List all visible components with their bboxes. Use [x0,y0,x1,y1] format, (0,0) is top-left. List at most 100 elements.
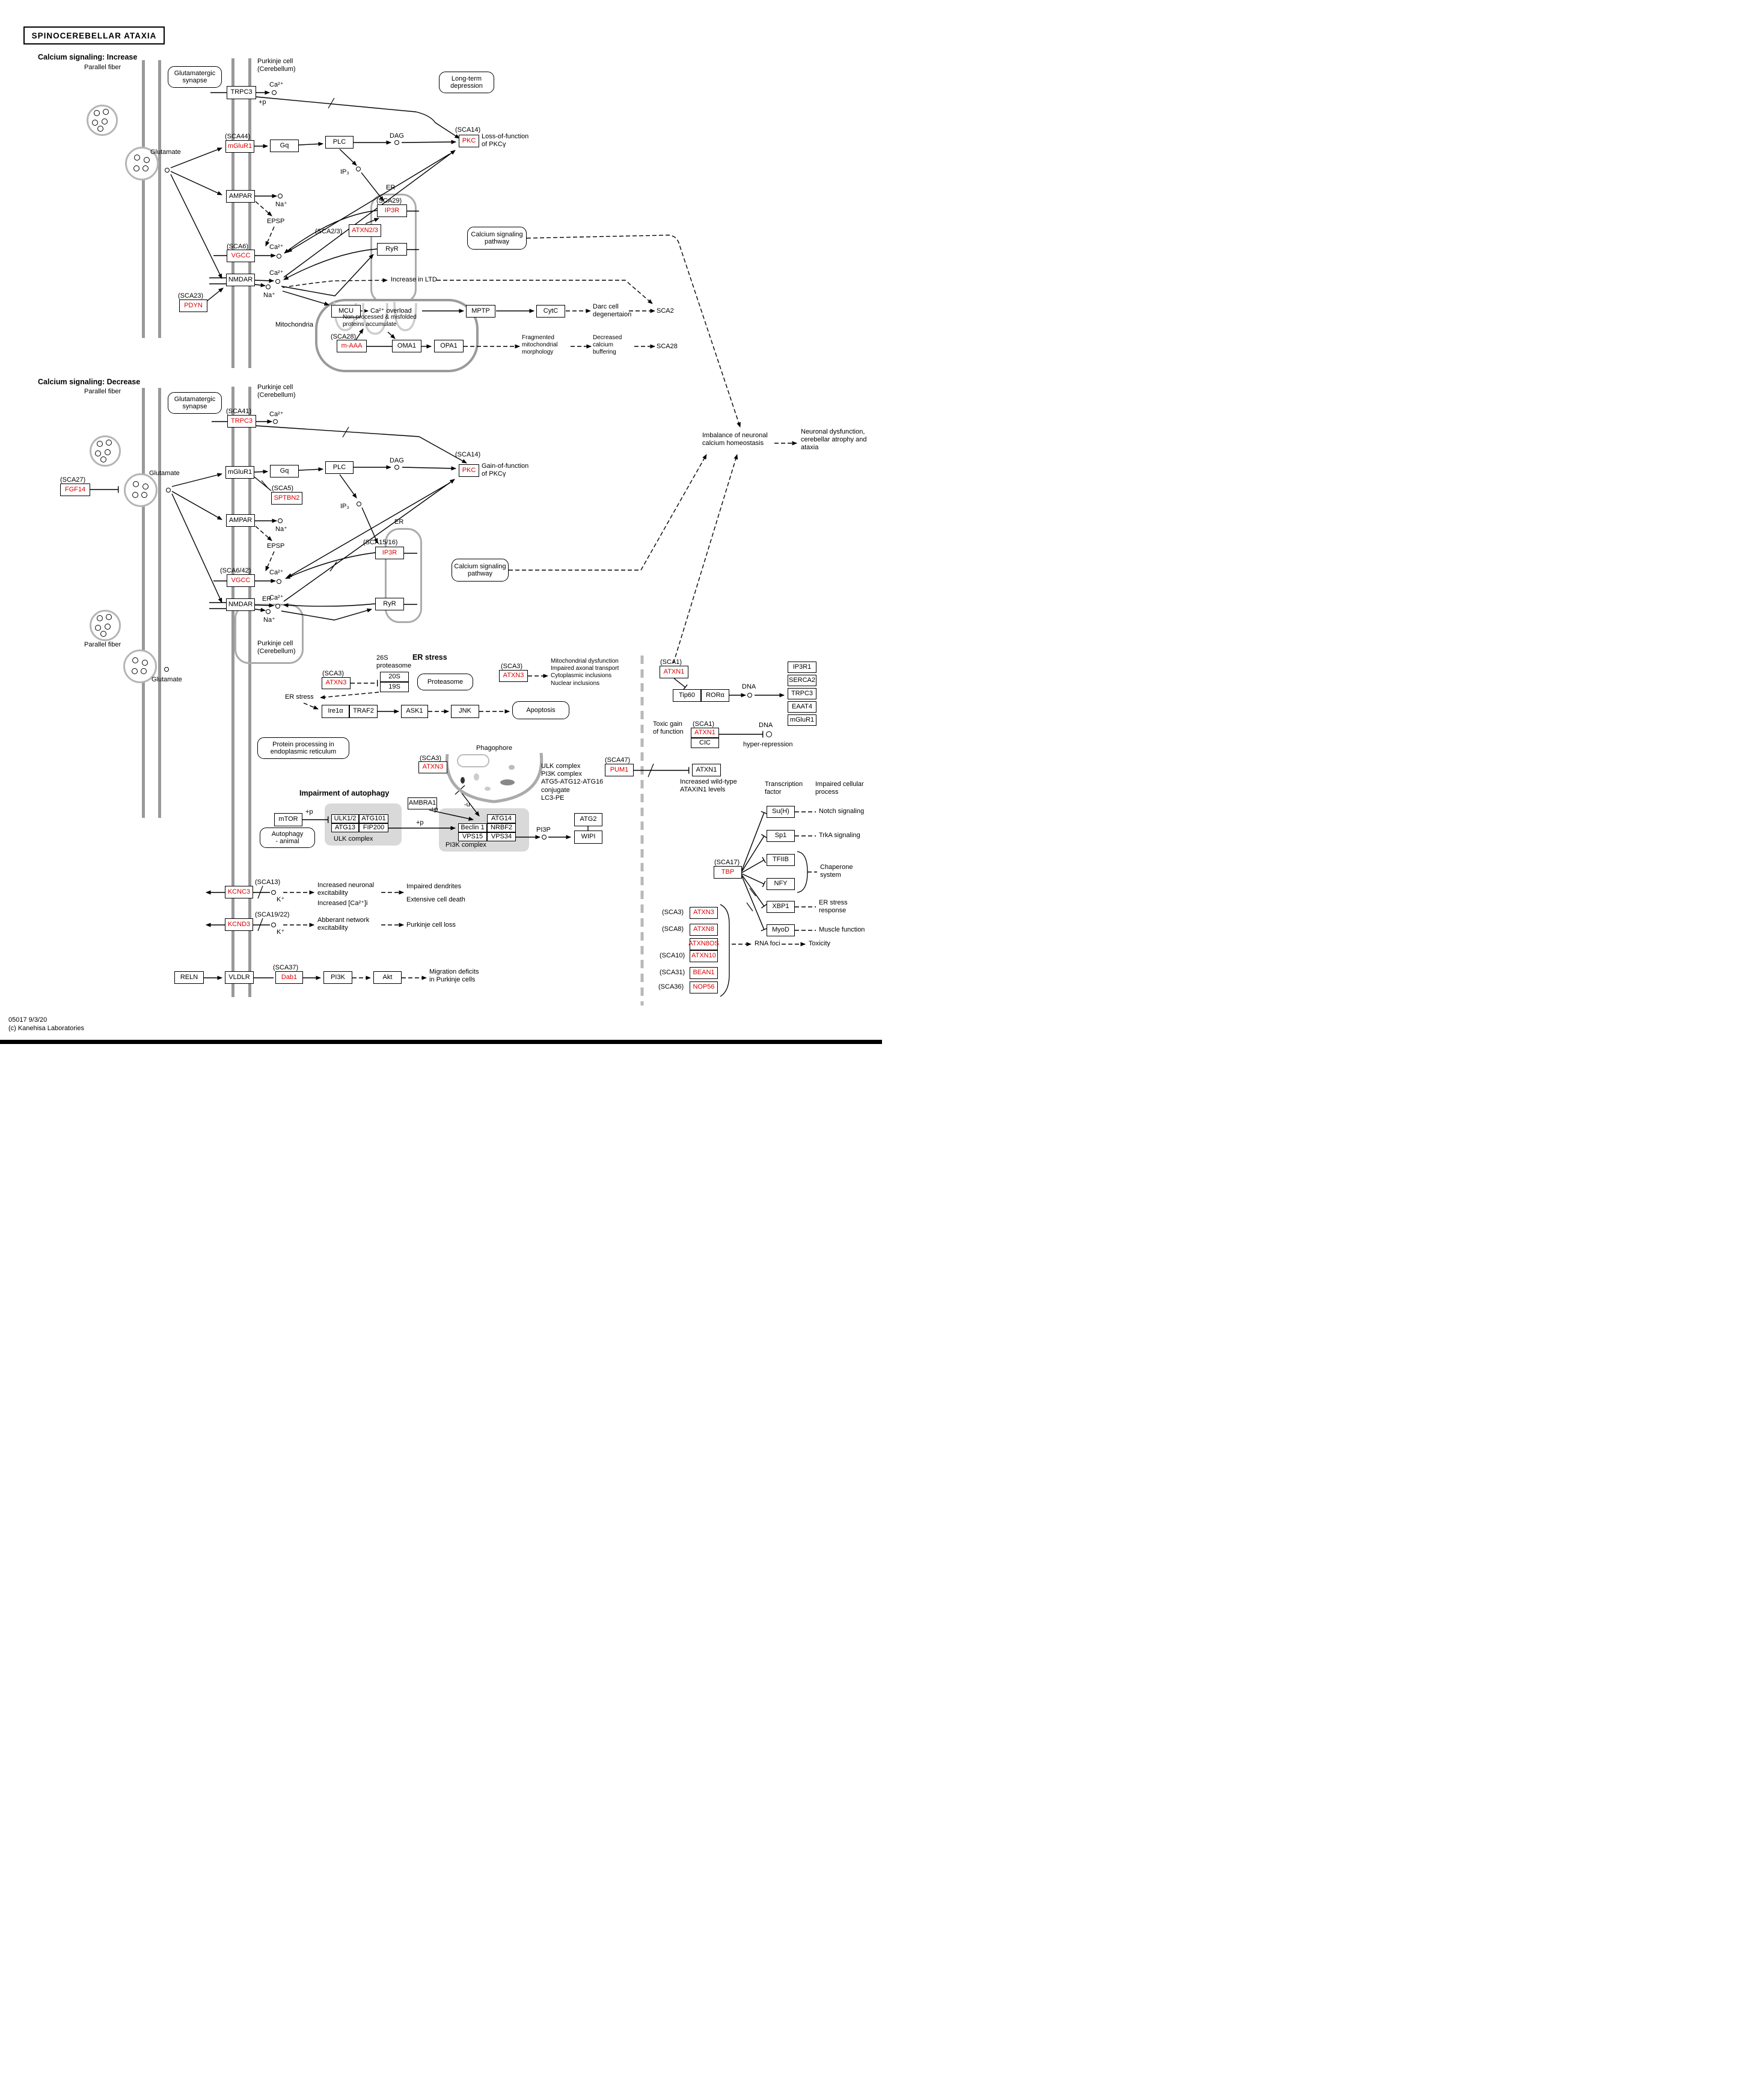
ATXN3-a[interactable]: ATXN3 [322,677,351,689]
Sp1[interactable]: Sp1 [767,830,795,842]
edge-55 [171,473,222,487]
ATXN1-a[interactable]: ATXN1 [660,666,688,678]
IP3R-2[interactable]: IP3R [375,547,404,559]
MyoD[interactable]: MyoD [767,924,795,936]
TRPC3-3[interactable]: TRPC3 [788,688,816,699]
NOP56[interactable]: NOP56 [690,981,718,993]
circ-k1 [271,890,276,895]
bouton-3-vesicle-2 [132,668,138,674]
NMDAR-1[interactable]: NMDAR [226,274,255,286]
AMBRA1[interactable]: AMBRA1 [408,797,437,809]
PLC-1[interactable]: PLC [325,136,354,149]
VGCC-1[interactable]: VGCC [227,250,255,262]
TBP[interactable]: TBP [714,866,742,879]
PUM1[interactable]: PUM1 [605,764,634,776]
ATG13[interactable]: ATG13 [331,823,359,832]
BEAN1[interactable]: BEAN1 [690,967,718,979]
ATXN2-3[interactable]: ATXN2/3 [349,224,381,237]
SERCA2[interactable]: SERCA2 [788,675,816,686]
edge-110 [797,851,808,893]
VGCC-2[interactable]: VGCC [227,574,255,587]
ATG14[interactable]: ATG14 [487,814,516,823]
ATXN1-b[interactable]: ATXN1 [691,728,719,738]
ATXN8OS[interactable]: ATXN8OS [688,938,719,950]
KCND3[interactable]: KCND3 [225,918,253,931]
NMDAR-2[interactable]: NMDAR [226,598,255,611]
mGluR1-1[interactable]: mGluR1 [225,140,254,153]
proteasome-19S[interactable]: 19S [380,682,409,692]
MCU[interactable]: MCU [331,305,361,318]
neuronal-dysfunction-label: Neuronal dysfunction, cerebellar atrophy… [801,428,867,452]
Dab1[interactable]: Dab1 [275,971,303,984]
edge-31 [436,280,653,304]
glutamatergic-synapse-1[interactable]: Glutamatergic synapse [168,66,222,88]
EAAT4[interactable]: EAAT4 [788,701,816,713]
ATXN1-c[interactable]: ATXN1 [692,764,721,776]
PDYN[interactable]: PDYN [179,299,207,312]
TRPC3-1[interactable]: TRPC3 [227,86,256,99]
ATXN3-c[interactable]: ATXN3 [418,761,447,773]
JNK[interactable]: JNK [451,705,479,718]
KCNC3[interactable]: KCNC3 [225,886,253,898]
Ire1a[interactable]: Ire1α [322,705,349,718]
Gq-1[interactable]: Gq [270,140,299,152]
PKC-2[interactable]: PKC [459,464,479,477]
ATXN10[interactable]: ATXN10 [690,950,718,962]
SPTBN2[interactable]: SPTBN2 [271,492,302,505]
apoptosis-box[interactable]: Apoptosis [512,701,569,719]
mTOR[interactable]: mTOR [274,813,302,826]
OPA1[interactable]: OPA1 [434,340,464,352]
autophagy-animal-box[interactable]: Autophagy - animal [260,828,315,848]
ASK1[interactable]: ASK1 [401,705,428,718]
ATXN3-b[interactable]: ATXN3 [499,670,528,682]
Tip60[interactable]: Tip60 [673,689,701,702]
MPTP[interactable]: MPTP [466,305,495,318]
m-AAA[interactable]: m-AAA [337,340,367,352]
FIP200[interactable]: FIP200 [359,823,388,832]
CytC[interactable]: CytC [536,305,565,318]
long-term-depression[interactable]: Long-term depression [439,72,494,93]
proteasome-box[interactable]: Proteasome [417,674,473,690]
TFIIB[interactable]: TFIIB [767,854,795,866]
ULK1-2[interactable]: ULK1/2 [331,814,359,823]
NFY[interactable]: NFY [767,878,795,890]
RyR-1[interactable]: RyR [377,243,407,256]
mGluR1-3[interactable]: mGluR1 [788,714,816,726]
Beclin1[interactable]: Beclin 1 [458,823,487,832]
OMA1[interactable]: OMA1 [392,340,421,352]
XBP1[interactable]: XBP1 [767,901,795,913]
proteasome-20S[interactable]: 20S [380,672,409,682]
FGF14[interactable]: FGF14 [60,484,90,496]
IP3R-1[interactable]: IP3R [377,204,407,217]
PKC-1[interactable]: PKC [459,135,479,147]
phagophore-mito [457,754,489,767]
protein-processing-box[interactable]: Protein processing in endoplasmic reticu… [257,737,349,759]
WIPI[interactable]: WIPI [574,831,602,844]
TRAF2[interactable]: TRAF2 [349,705,378,718]
PI3K-b[interactable]: PI3K [323,971,352,984]
PLC-2[interactable]: PLC [325,461,354,474]
calcium-signaling-pathway-1[interactable]: Calcium signaling pathway [467,227,527,250]
VPS34[interactable]: VPS34 [487,832,516,841]
glutamatergic-synapse-2[interactable]: Glutamatergic synapse [168,392,222,414]
mGluR1-2[interactable]: mGluR1 [225,466,254,479]
Gq-2[interactable]: Gq [270,465,299,477]
RyR-2[interactable]: RyR [375,598,404,610]
Akt[interactable]: Akt [373,971,402,984]
ATG2[interactable]: ATG2 [574,813,602,826]
SuH[interactable]: Su(H) [767,806,795,818]
RORa[interactable]: RORα [701,689,729,702]
TRPC3-2[interactable]: TRPC3 [227,415,256,428]
CIC[interactable]: CIC [691,738,719,748]
AMPAR-2[interactable]: AMPAR [226,514,255,527]
VPS15[interactable]: VPS15 [458,832,487,841]
AMPAR-1[interactable]: AMPAR [226,190,255,203]
NRBF2[interactable]: NRBF2 [487,823,516,832]
ATG101[interactable]: ATG101 [359,814,388,823]
VLDLR[interactable]: VLDLR [225,971,254,984]
ATXN3-d[interactable]: ATXN3 [690,907,718,919]
RELN[interactable]: RELN [174,971,204,984]
ATXN8[interactable]: ATXN8 [690,924,718,936]
calcium-signaling-pathway-2[interactable]: Calcium signaling pathway [452,559,509,582]
IP3R1[interactable]: IP3R1 [788,662,816,673]
